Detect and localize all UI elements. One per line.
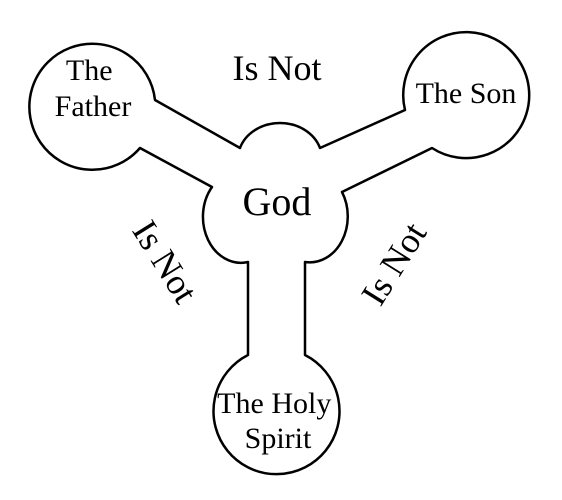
diagram-outline [28,30,531,476]
node-father-line-2: Father [55,90,132,123]
relation-top-label: Is Not [233,48,322,88]
node-spirit-label: The Holy Spirit [217,387,339,455]
node-spirit-line-1: The Holy [217,387,331,420]
center-god-label: God [243,179,312,224]
node-father-line-1: The [66,54,113,87]
node-son-line-1: The Son [416,77,517,110]
node-son-label: The Son [416,77,517,110]
relation-right-label: Is Not [353,215,434,312]
node-father-label: The Father [55,54,132,123]
node-spirit-line-2: Spirit [245,422,312,455]
relation-left-label: Is Not [125,213,206,310]
